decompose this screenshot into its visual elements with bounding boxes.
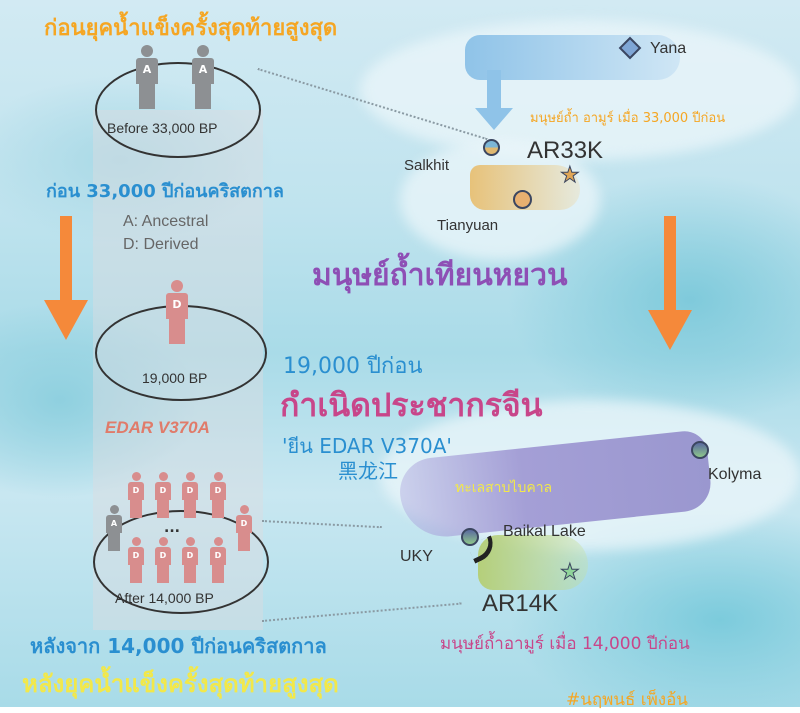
person-derived-icon: D — [236, 505, 252, 551]
person-derived-icon: D — [210, 537, 226, 583]
star-icon: ★ — [560, 163, 581, 189]
annotation-ar33k: มนุษย์ถ้ำ อามูร์ เมื่อ 33,000 ปีก่อน — [530, 111, 726, 126]
chinese-heilongjiang: 黑龙江 — [338, 459, 398, 483]
person-derived-icon: D — [155, 472, 171, 518]
headline-chinese-population: กำเนิดประชากรจีน — [280, 386, 543, 424]
annotation-ar14k: มนุษย์ถ้ำอามูร์ เมื่อ 14,000 ปีก่อน — [440, 634, 690, 654]
person-derived-icon: D — [182, 537, 198, 583]
site-yana: Yana — [650, 40, 687, 57]
migration-arrow-icon — [475, 108, 513, 130]
stage2-label: 19,000 BP — [142, 370, 208, 386]
title-after-lgm: หลังยุคน้ำแข็งครั้งสุดท้ายสูงสุด — [22, 670, 339, 698]
site-ar14k: AR14K — [482, 590, 559, 617]
gene-edar: 'ยีน EDAR V370A' — [282, 434, 452, 458]
person-derived-icon: D — [166, 280, 188, 344]
migration-arrow-shaft — [487, 70, 501, 110]
caption-before-33000: ก่อน 33,000 ปีก่อนคริสตกาล — [46, 181, 284, 202]
stage1-label: Before 33,000 BP — [107, 120, 218, 136]
mutation-label: EDAR V370A — [105, 418, 210, 437]
person-derived-icon: D — [210, 472, 226, 518]
star-icon: ★ — [560, 560, 581, 586]
site-baikal: Baikal Lake — [503, 523, 586, 540]
person-derived-icon: D — [128, 537, 144, 583]
uky-site-icon — [461, 528, 479, 546]
stage3-label: After 14,000 BP — [115, 590, 214, 606]
person-ancestral-icon: A — [192, 45, 214, 109]
stage1-ellipse — [95, 62, 261, 158]
person-derived-icon: D — [128, 472, 144, 518]
site-salkhit: Salkhit — [404, 157, 450, 174]
ellipsis: ... — [164, 520, 180, 536]
site-uky: UKY — [400, 548, 433, 565]
ar33k-site-icon — [483, 139, 500, 156]
years-19000: 19,000 ปีก่อน — [283, 354, 423, 379]
person-derived-icon: D — [182, 472, 198, 518]
title-before-lgm: ก่อนยุคน้ำแข็งครั้งสุดท้ายสูงสุด — [44, 16, 338, 41]
legend-ancestral: A: Ancestral — [123, 213, 209, 230]
site-tianyuan: Tianyuan — [437, 217, 499, 234]
stage3-ellipse — [93, 510, 269, 614]
legend-derived: D: Derived — [123, 236, 199, 253]
person-ancestral-icon: A — [106, 505, 122, 551]
author-hashtag: #นฤพนธ์ เพ็งอ้น — [566, 690, 688, 710]
caption-after-14000: หลังจาก 14,000 ปีก่อนคริสตกาล — [30, 634, 327, 658]
kolyma-site-icon — [691, 441, 709, 459]
tianyuan-site-icon — [513, 190, 532, 209]
site-ar33k: AR33K — [527, 137, 604, 164]
person-ancestral-icon: A — [136, 45, 158, 109]
person-derived-icon: D — [155, 537, 171, 583]
tianyuan-title: มนุษย์ถ้ำเทียนหยวน — [312, 258, 568, 293]
site-kolyma: Kolyma — [708, 466, 762, 483]
migration-path-green — [478, 535, 588, 590]
baikal-thai-label: ทะเลสาบไบคาล — [455, 480, 553, 496]
